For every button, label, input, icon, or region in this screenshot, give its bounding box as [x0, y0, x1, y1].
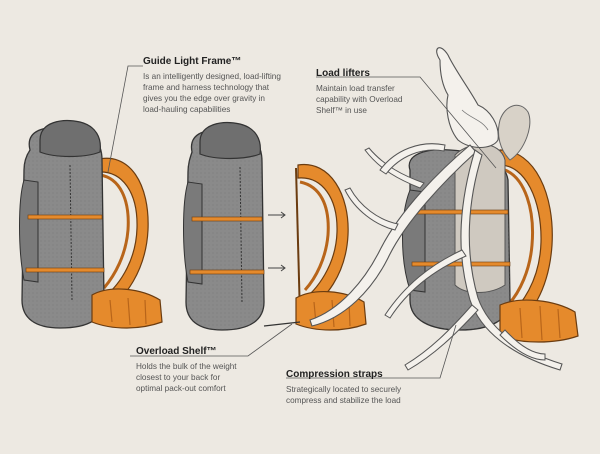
pack-lid-2	[199, 121, 261, 160]
callout-line: Shelf™ in use	[316, 106, 367, 115]
pack-side-pocket-2	[183, 181, 203, 285]
callout-title: Overload Shelf™	[136, 346, 217, 357]
antler-tine-1	[364, 147, 425, 189]
hip-belt-padding-3	[519, 305, 561, 341]
hip-belt-padding-1	[109, 297, 147, 326]
callout-line: Holds the bulk of the weight	[136, 362, 237, 371]
callout-title: Compression straps	[286, 369, 383, 380]
leader-compression-straps	[286, 324, 457, 379]
antler-tine-4	[404, 304, 479, 371]
callout-body: Is an intelligently designed, load-lifti…	[143, 71, 318, 115]
compression-strap-3b	[411, 261, 511, 267]
pack-loaded-antlers	[309, 47, 579, 371]
callout-line: compress and stabilize the load	[286, 396, 401, 405]
leader-overload-shelf	[130, 323, 293, 357]
callout-line: load-hauling capabilities	[143, 105, 231, 114]
antler-tine-3	[384, 249, 467, 319]
leader-lines	[107, 65, 497, 379]
hip-belt-1	[91, 288, 163, 329]
callout-title: Load lifters	[316, 68, 370, 79]
callout-overload-shelf: Overload Shelf™ Holds the bulk of the we…	[136, 346, 286, 394]
antler-tine-2	[344, 187, 399, 231]
callout-line: Is an intelligently designed, load-lifti…	[143, 72, 281, 81]
callout-body: Holds the bulk of the weight closest to …	[136, 361, 286, 394]
attach-arrow-lower	[268, 264, 286, 272]
leader-load-lifters	[316, 76, 497, 169]
hip-belt-3	[499, 299, 579, 343]
elk-skull-detail	[461, 109, 489, 131]
callout-guide-light-frame: Guide Light Frame™ Is an intelligently d…	[143, 56, 318, 115]
compression-strap-1b	[25, 267, 105, 273]
pack-assembled	[19, 119, 163, 329]
frame-bar-2	[295, 167, 301, 317]
pack-texture-2	[186, 129, 264, 330]
pack-zipper-1	[69, 164, 73, 301]
compression-strap-2a	[191, 216, 263, 222]
frame-shoulder-strap-3	[504, 168, 535, 307]
antler-tine-5	[499, 329, 546, 361]
callout-line: optimal pack-out comfort	[136, 384, 226, 393]
callout-line: Maintain load transfer	[316, 84, 395, 93]
callout-line: frame and harness technology that	[143, 83, 270, 92]
callout-title: Guide Light Frame™	[143, 56, 242, 67]
callout-line: Strategically located to securely	[286, 385, 402, 394]
pack-texture-1	[22, 127, 104, 328]
callout-body: Strategically located to securely compre…	[286, 384, 446, 406]
antler-upper-curl	[379, 143, 446, 175]
pack-zipper-2	[239, 166, 243, 303]
compression-strap-3a	[411, 209, 509, 215]
frame-shoulder-strap-2	[299, 180, 330, 292]
pack-shelf-deployed	[183, 121, 367, 331]
compression-strap-2b	[189, 269, 265, 275]
attach-arrow-upper	[268, 211, 286, 219]
callout-line: closest to your back for	[136, 373, 221, 382]
compression-strap-1a	[27, 214, 103, 220]
callout-body: Maintain load transfer capability with O…	[316, 83, 426, 116]
callout-line: capability with Overload	[316, 95, 403, 104]
callout-load-lifters: Load lifters Maintain load transfer capa…	[316, 68, 426, 116]
leader-guide-light-frame	[107, 65, 143, 173]
overload-shelf	[263, 321, 301, 327]
pack-lid-1	[39, 119, 101, 158]
antler-main-left	[309, 144, 477, 327]
callout-compression-straps: Compression straps Strategically located…	[286, 369, 446, 406]
antler-back	[497, 104, 531, 161]
pack-side-pocket-1	[19, 179, 39, 283]
elk-skull	[436, 47, 499, 149]
frame-shoulder-strap-1	[99, 173, 130, 289]
callout-line: gives you the edge over gravity in	[143, 94, 265, 103]
